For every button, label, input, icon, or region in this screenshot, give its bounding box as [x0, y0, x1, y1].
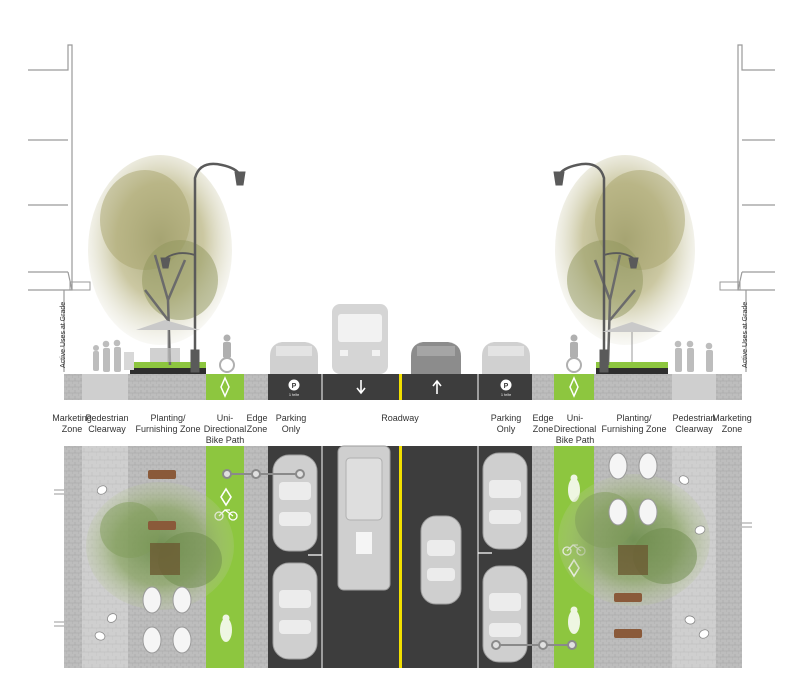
table-seating-icon-group-left	[142, 586, 192, 654]
plan-edge-left	[244, 446, 268, 668]
street-lamp-icon-right	[553, 162, 639, 373]
right-building-outline	[737, 44, 775, 291]
bike-diamond-icon-plan-left	[220, 487, 232, 507]
tree-icon-right	[555, 155, 695, 366]
car-icon-section-right	[482, 342, 530, 374]
section-pedestrian-left	[82, 374, 128, 400]
bike-diamond-icon-right	[569, 376, 579, 398]
zone-label-bike-left: Uni- Directional Bike Path	[203, 413, 247, 445]
parking-sign-icon-left: P 1 hr/hr	[288, 379, 300, 397]
bike-rack-icon-left	[222, 469, 305, 479]
tree-canopy-icon-right	[558, 474, 710, 606]
plan-centerline	[399, 446, 402, 668]
left-building-outline	[28, 44, 73, 291]
bus-icon-plan	[337, 445, 391, 591]
plan-view	[54, 445, 752, 668]
active-uses-label-right: Active Uses at Grade	[742, 301, 749, 368]
bench-icon-left-2	[148, 521, 176, 530]
zone-label-edge-left: Edge Zone	[246, 413, 268, 434]
zone-label-marketing-left: Marketing Zone	[52, 413, 92, 434]
car-icon-plan-center	[420, 515, 462, 605]
bus-icon-section	[332, 304, 388, 374]
umbrella-icon-right	[602, 322, 662, 362]
plan-marketing-left	[64, 446, 82, 668]
section-pedestrian-right	[672, 374, 716, 400]
cyclist-icon-left	[219, 334, 235, 373]
zone-label-pedestrian-left: Pedestrian Clearway	[85, 413, 129, 434]
zone-label-planting-right: Planting/ Furnishing Zone	[601, 413, 667, 434]
pedestrian-icon-group-left	[93, 339, 134, 372]
zone-label-roadway: Roadway	[381, 413, 419, 423]
cyclist-icon-plan-left	[220, 614, 232, 642]
cyclist-icon-plan-right	[568, 474, 580, 502]
zone-label-parking-left: Parking Only	[275, 413, 307, 434]
section-view: P 1 hr/hr P 1 hr/hr	[28, 44, 775, 400]
car-icon-plan-left-1	[272, 454, 318, 552]
tree-icon-left	[88, 155, 232, 366]
zone-label-parking-right: Parking Only	[490, 413, 522, 434]
cyclist-icon-plan-right-2	[568, 606, 580, 634]
zone-label-pedestrian-right: Pedestrian Clearway	[672, 413, 716, 434]
section-edge-right	[532, 374, 554, 400]
plan-marketing-right	[716, 446, 742, 668]
pedestrian-icon-plan-group	[94, 475, 710, 641]
bike-rack-icon-right	[491, 640, 577, 650]
active-uses-label-left: Active Uses at Grade	[60, 301, 67, 368]
bike-diamond-icon-left	[220, 376, 230, 398]
arrow-down-icon	[356, 380, 366, 395]
zone-label-edge-right: Edge Zone	[532, 413, 554, 434]
parking-sign-icon-right: P 1 hr/hr	[500, 379, 512, 397]
car-icon-plan-right-2	[482, 565, 528, 663]
street-lamp-icon-left	[160, 162, 246, 373]
zone-label-planting-left: Planting/ Furnishing Zone	[135, 413, 201, 434]
arrow-up-icon	[432, 379, 442, 394]
car-icon-plan-right-1	[482, 452, 528, 550]
pedestrian-icon-group-right	[674, 340, 713, 372]
bench-icon-right-2	[614, 629, 642, 638]
car-icon-section-left	[270, 342, 318, 374]
zone-label-bike-right: Uni- Directional Bike Path	[553, 413, 597, 445]
section-marketing-left	[64, 374, 82, 400]
svg-text:P: P	[504, 383, 509, 390]
svg-text:1 hr/hr: 1 hr/hr	[289, 393, 300, 397]
svg-text:1 hr/hr: 1 hr/hr	[501, 393, 512, 397]
section-edge-left	[244, 374, 268, 400]
car-icon-section-center	[411, 342, 461, 374]
zone-label-marketing-right: Marketing Zone	[712, 413, 752, 434]
bench-icon-left-1	[148, 470, 176, 479]
section-planting-right	[594, 374, 672, 400]
umbrella-icon-left	[136, 320, 200, 362]
car-icon-plan-left-2	[272, 562, 318, 660]
tree-canopy-icon-left	[86, 482, 234, 610]
bench-icon-right-1	[614, 593, 642, 602]
cyclist-icon-right	[566, 334, 582, 373]
table-seating-icon-group-right	[608, 452, 658, 526]
plan-edge-right	[532, 446, 554, 668]
section-centerline	[399, 374, 402, 400]
svg-text:P: P	[292, 383, 297, 390]
section-marketing-right	[716, 374, 742, 400]
section-planting-left	[128, 374, 206, 400]
